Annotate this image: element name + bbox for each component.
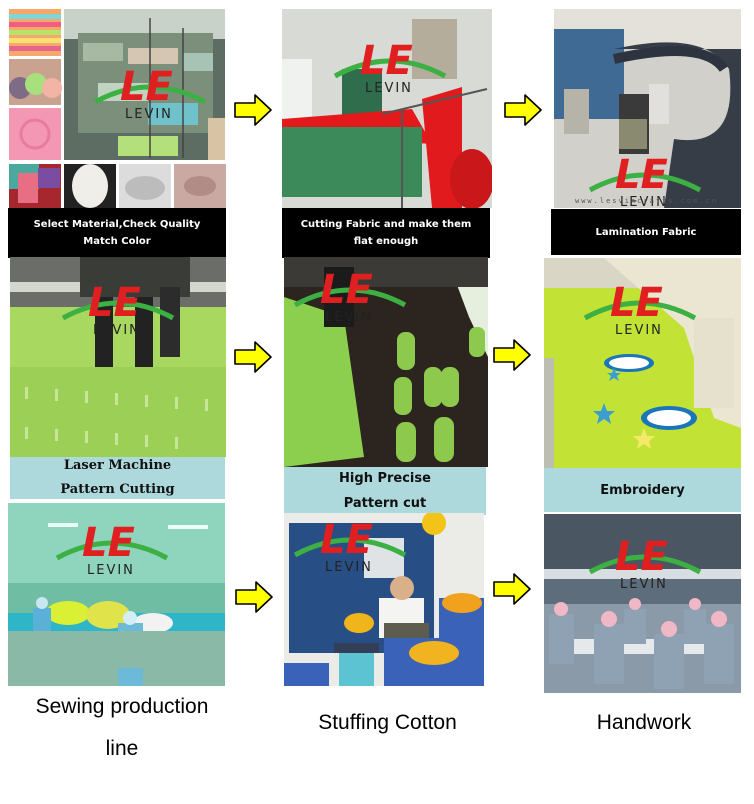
caption-lamination-fabric: Lamination Fabric	[551, 209, 741, 255]
fabric-rolls-swatch	[9, 59, 62, 105]
caption-embroidery: Embroidery	[544, 468, 741, 512]
photo-lamination-fabric	[554, 9, 741, 208]
next-step-arrow-icon	[493, 573, 531, 605]
next-step-arrow-icon	[235, 581, 273, 613]
photo-stuffing-cotton	[284, 513, 484, 686]
photo-cutting-fabric	[282, 9, 492, 208]
caption-handwork: Handwork	[596, 711, 692, 734]
photo-embroidery	[544, 258, 741, 468]
caption-sewing: Sewing production line	[35, 695, 209, 760]
warehouse-photo	[64, 9, 225, 160]
photo-sewing-line	[8, 503, 225, 686]
caption-stuffing: Stuffing Cotton	[318, 711, 457, 734]
pink-fleece-swatch	[9, 108, 61, 160]
caption-laser-machine: Laser Machine Pattern Cutting	[10, 457, 225, 499]
caption-select-material: Select Material,Check Quality Match Colo…	[8, 208, 226, 258]
website-watermark: www.lesvincrafts.com.cn	[575, 197, 718, 205]
photo-select-material	[8, 8, 226, 208]
next-step-arrow-icon	[234, 94, 272, 126]
fabric-stack-swatch	[9, 9, 61, 56]
fabric-collage	[9, 9, 226, 208]
next-step-arrow-icon	[234, 341, 272, 373]
photo-laser-machine	[10, 257, 226, 457]
next-step-arrow-icon	[493, 339, 531, 371]
caption-cutting-fabric: Cutting Fabric and make them flat enough	[282, 208, 490, 258]
photo-high-precise-cut	[284, 257, 488, 467]
next-step-arrow-icon	[504, 94, 542, 126]
photo-handwork	[544, 514, 741, 693]
caption-high-precise: High Precise Pattern cut	[284, 467, 486, 515]
